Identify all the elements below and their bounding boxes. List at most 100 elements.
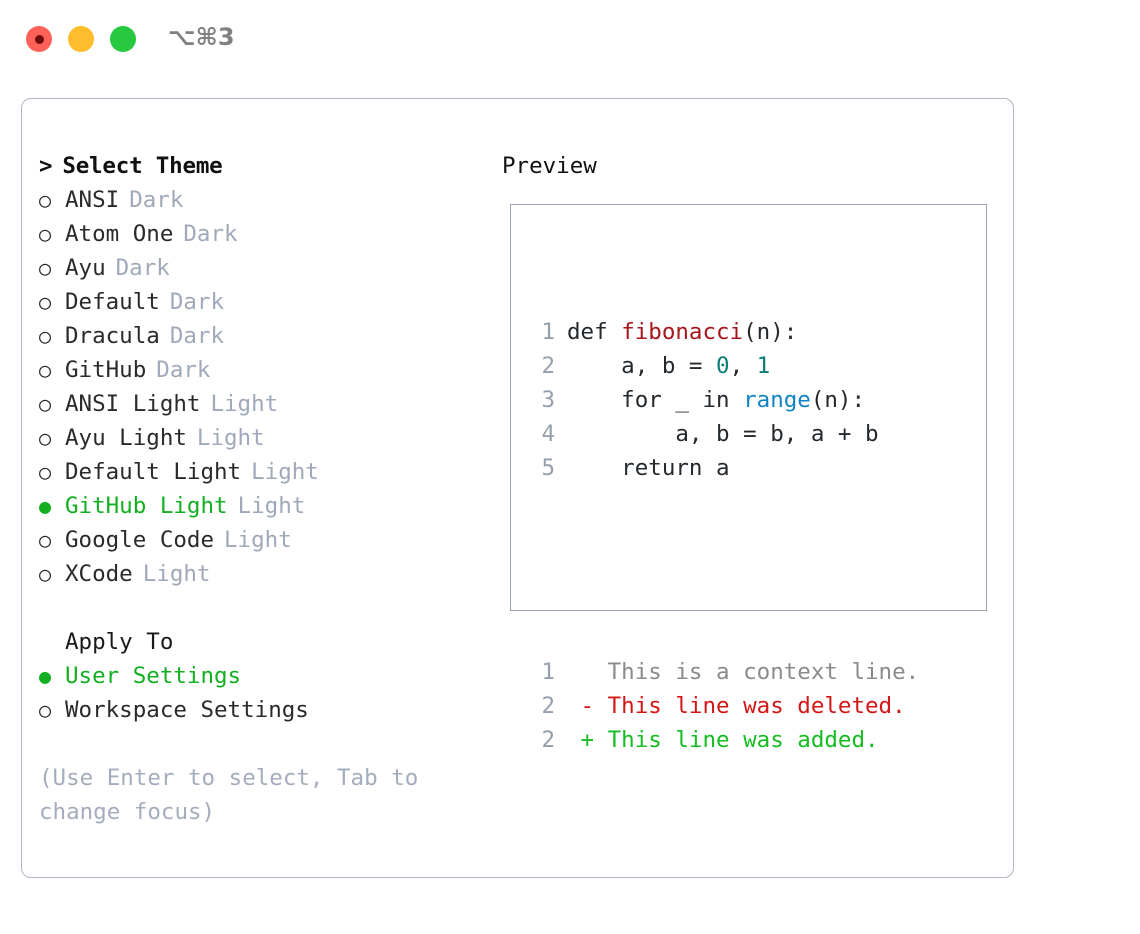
line-number: 2 [541, 353, 555, 379]
radio-unselected-icon[interactable]: ○ [39, 528, 52, 552]
apply-to-option[interactable]: ● User Settings [39, 659, 489, 693]
theme-item-label: ANSI [65, 187, 120, 213]
theme-item-variant-tag: Dark [169, 323, 225, 349]
radio-unselected-icon[interactable]: ○ [39, 460, 52, 484]
theme-item-variant-tag: Light [237, 493, 306, 519]
theme-item-label: XCode [65, 561, 133, 587]
apply-to-option-label: Workspace Settings [65, 697, 309, 723]
theme-item-label: Dracula [65, 323, 160, 349]
preview-column: Preview [502, 149, 1002, 183]
code-blank-line [529, 553, 919, 587]
code-token: (n): [743, 319, 798, 345]
radio-unselected-icon[interactable]: ○ [39, 290, 52, 314]
line-number: 2 [541, 727, 555, 753]
diff-line: 1 This is a context line. [529, 655, 919, 689]
theme-list-item[interactable]: ○ Dracula Dark [39, 319, 489, 353]
apply-to-option[interactable]: ○ Workspace Settings [39, 693, 489, 727]
title-bar: ⌥⌘3 [0, 0, 1140, 78]
radio-selected-icon[interactable]: ● [39, 664, 52, 688]
diff-line: 2 + This line was added. [529, 723, 919, 757]
line-number: 2 [541, 693, 555, 719]
radio-unselected-icon[interactable]: ○ [39, 358, 52, 382]
theme-list-item[interactable]: ○ Ayu Light Light [39, 421, 489, 455]
code-line: 3 for _ in range(n): [529, 383, 919, 417]
theme-item-label: GitHub [65, 357, 147, 383]
code-token: for _ in [567, 387, 744, 413]
code-token: 1 [756, 353, 771, 379]
theme-item-variant-tag: Light [196, 425, 265, 451]
theme-list-item[interactable]: ○ ANSI Dark [39, 183, 489, 217]
theme-item-label: Default Light [65, 459, 242, 485]
theme-item-variant-tag: Light [251, 459, 319, 485]
section-spacer [39, 591, 489, 625]
preview-title: Preview [502, 153, 597, 179]
minimize-button[interactable] [68, 26, 94, 52]
radio-unselected-icon[interactable]: ○ [39, 222, 52, 246]
code-token: (n): [810, 387, 866, 413]
theme-list-title: Select Theme [62, 153, 223, 179]
code-line: 4 a, b = b, a + b [529, 417, 919, 451]
line-number: 5 [541, 455, 555, 481]
maximize-button[interactable] [110, 26, 136, 52]
diff-line-text: This is a context line. [567, 659, 920, 685]
theme-item-variant-tag: Dark [115, 255, 170, 281]
line-number: 4 [541, 421, 555, 447]
radio-unselected-icon[interactable]: ○ [39, 188, 52, 212]
theme-item-label: Ayu Light [65, 425, 187, 451]
radio-selected-icon[interactable]: ● [39, 494, 52, 518]
radio-unselected-icon[interactable]: ○ [39, 392, 52, 416]
code-token: return a [567, 455, 730, 481]
traffic-light-buttons [26, 26, 136, 52]
theme-item-label: Google Code [65, 527, 215, 553]
apply-to-option-label: User Settings [65, 663, 242, 689]
code-token: def [567, 319, 622, 345]
theme-item-label: GitHub Light [65, 493, 228, 519]
code-token: 0 [716, 353, 730, 379]
close-button[interactable] [26, 26, 52, 52]
apply-to-header: Apply To [65, 629, 174, 655]
theme-item-variant-tag: Light [224, 527, 292, 553]
theme-list-item[interactable]: ● GitHub Light Light [39, 489, 489, 523]
keyboard-shortcut-label: ⌥⌘3 [168, 23, 235, 51]
radio-unselected-icon[interactable]: ○ [39, 698, 52, 722]
code-token: a, b = [567, 353, 717, 379]
theme-item-label: Default [65, 289, 160, 315]
keyboard-hint: (Use Enter to select, Tab to change focu… [39, 765, 419, 825]
apply-to-list: ● User Settings ○ Workspace Settings [39, 659, 489, 727]
caret-icon: > [39, 153, 53, 179]
theme-item-variant-tag: Dark [129, 187, 184, 213]
radio-unselected-icon[interactable]: ○ [39, 426, 52, 450]
theme-list-item[interactable]: ○ XCode Light [39, 557, 489, 591]
theme-item-label: Ayu [65, 255, 106, 281]
code-token: range [743, 387, 811, 413]
theme-list-header: > Select Theme [39, 149, 489, 183]
diff-line-text: + This line was added. [567, 727, 879, 753]
theme-item-variant-tag: Light [142, 561, 211, 587]
line-number: 3 [541, 387, 555, 413]
theme-list-item[interactable]: ○ Ayu Dark [39, 251, 489, 285]
code-line: 5 return a [529, 451, 919, 485]
radio-unselected-icon[interactable]: ○ [39, 562, 52, 586]
code-token: a, b = b, a + b [567, 421, 879, 447]
theme-list-item[interactable]: ○ Google Code Light [39, 523, 489, 557]
diff-block: 1 This is a context line. 2 - This line w… [529, 655, 919, 757]
theme-list-item[interactable]: ○ Default Light Light [39, 455, 489, 489]
code-token: fibonacci [621, 319, 744, 345]
radio-unselected-icon[interactable]: ○ [39, 256, 52, 280]
code-line: 2 a, b = 0, 1 [529, 349, 919, 383]
radio-unselected-icon[interactable]: ○ [39, 324, 52, 348]
theme-item-variant-tag: Dark [183, 221, 238, 247]
diff-line-text: - This line was deleted. [567, 693, 906, 719]
code-token: , [729, 353, 757, 379]
